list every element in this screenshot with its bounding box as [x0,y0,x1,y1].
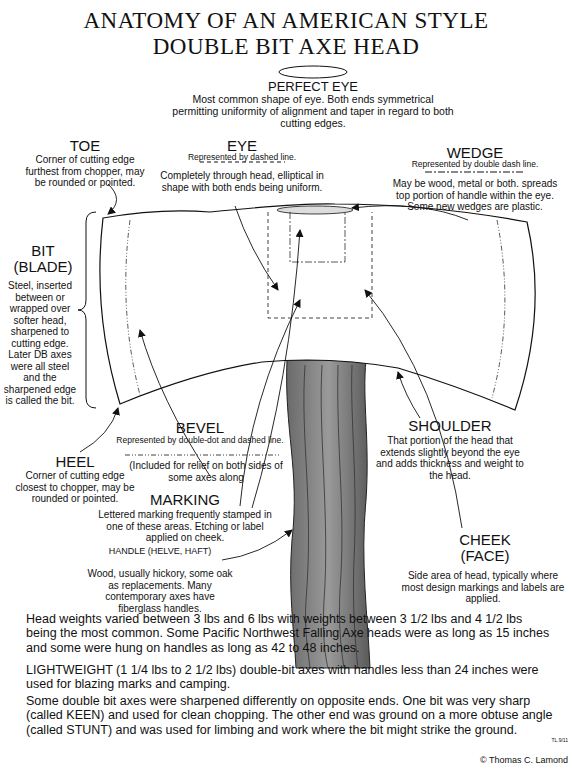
part-name: PERFECT EYE [213,80,413,94]
part-name: CHEEK (FACE) [440,532,530,564]
part-name: BEVEL [140,420,260,436]
part-description: That portion of the head that extends sl… [375,435,525,481]
part-name: EYE [192,138,292,154]
part-name: MARKING [120,492,250,508]
part-description: Most common shape of eye. Both ends symm… [168,93,458,129]
copyright: © Thomas C. Lamond [468,755,568,765]
note-paragraph: Some double bit axes were sharpened diff… [26,694,554,737]
part-description: Completely through head, elliptical in s… [155,170,330,193]
part-name: SHOULDER [380,418,520,434]
part-description: Steel, inserted between or wrapped over … [3,280,77,407]
part-description: May be wood, metal or both. spreads top … [388,178,563,213]
part-description: (Included for relief on both sides of so… [116,460,296,483]
part-name: HEEL [30,454,120,470]
part-description: Lettered marking frequently stamped in o… [95,509,275,544]
part-description: Corner of cutting edge closest to choppe… [15,470,135,505]
part-description: Corner of cutting edge furthest from cho… [20,154,150,189]
line-key-note: Represented by double-dot and dashed lin… [115,436,285,446]
reference-code: TL.9/11 [532,738,568,744]
note-paragraph: Head weights varied between 3 lbs and 6 … [26,612,554,655]
part-description: Side area of head, typically where most … [398,570,568,605]
part-description: Wood, usually hickory, some oak as repla… [85,568,235,614]
part-name: WEDGE [415,145,535,161]
diagram-title: ANATOMY OF AN AMERICAN STYLE DOUBLE BIT … [60,8,512,61]
part-name: TOE [35,138,135,154]
part-name: HANDLE (HELVE, HAFT) [90,547,230,556]
note-paragraph: LIGHTWEIGHT (1 1/4 lbs to 2 1/2 lbs) dou… [26,663,554,692]
line-key-note: Represented by dashed line. [152,153,332,163]
part-name: BIT (BLADE) [3,243,83,275]
line-key-note: Represented by double dash line. [385,160,565,170]
